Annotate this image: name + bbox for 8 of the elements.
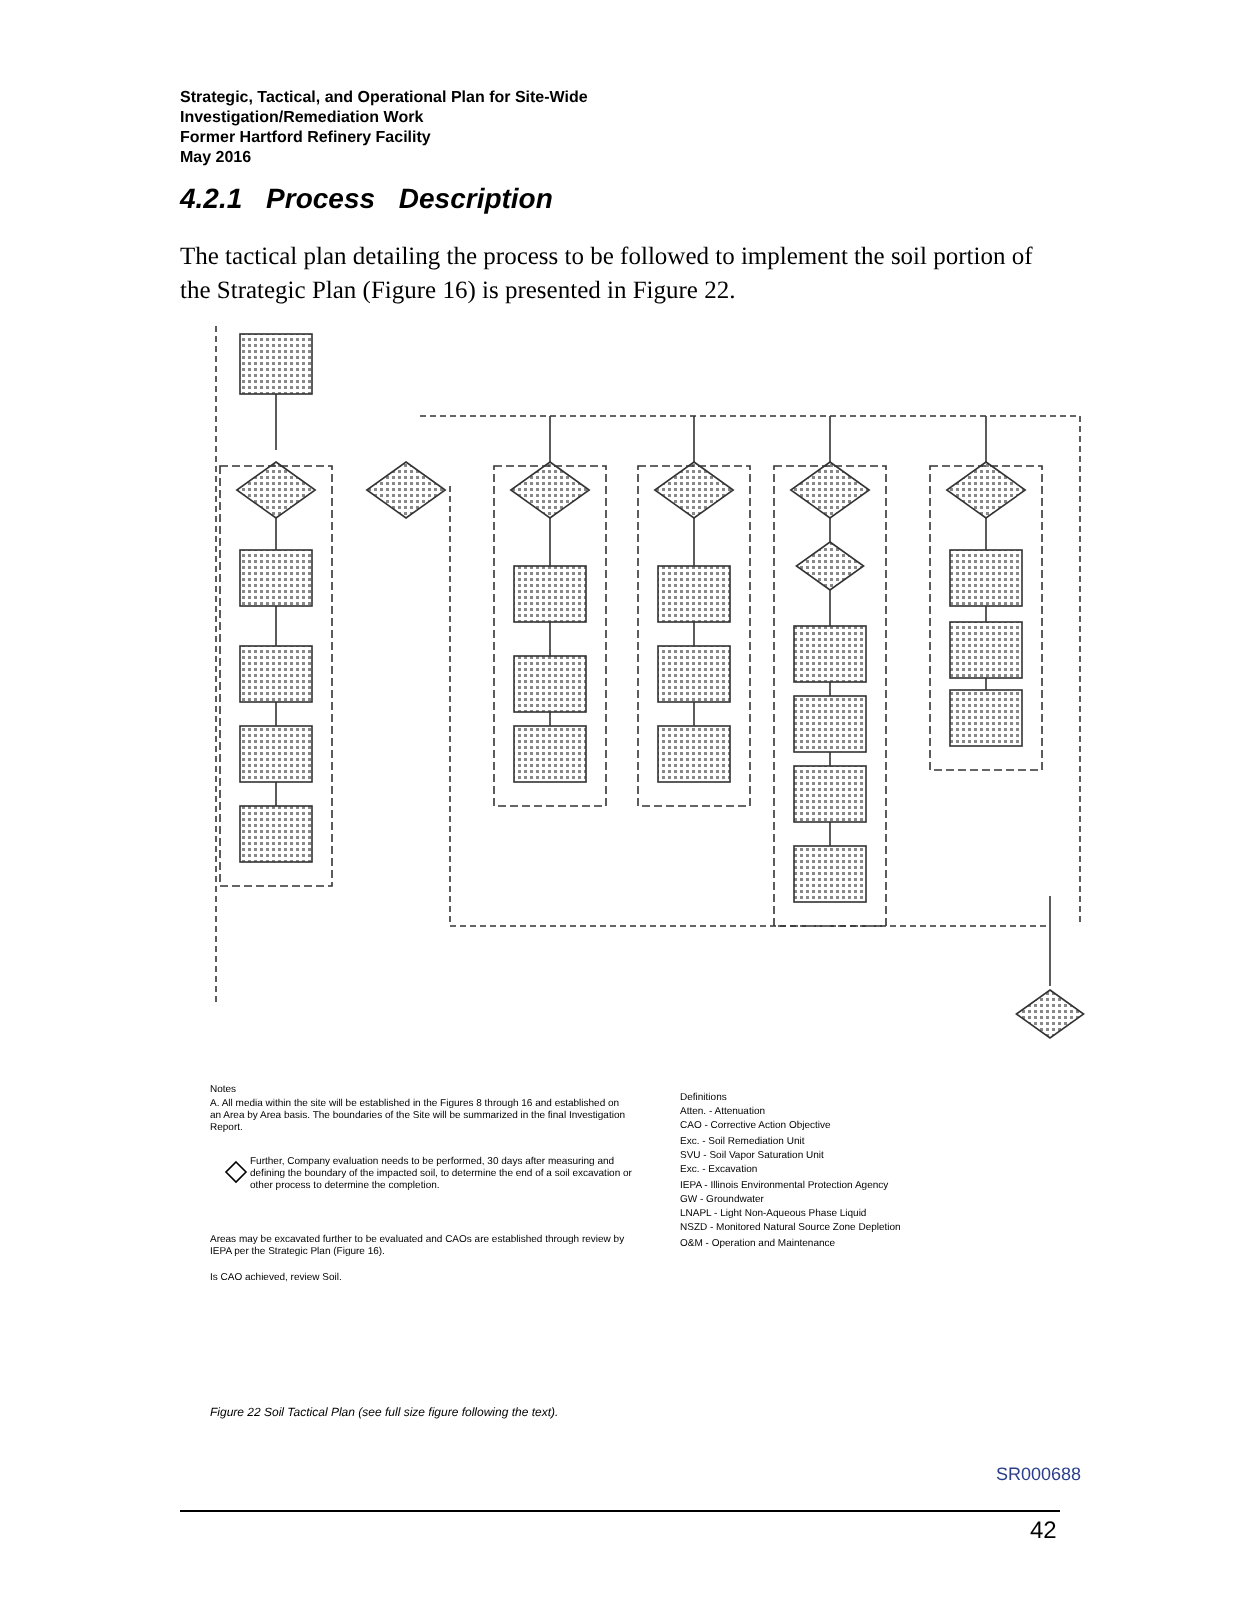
header-line: Investigation/Remediation Work [180, 108, 424, 126]
header-line: May 2016 [180, 148, 252, 166]
document-number: SR000688 [996, 1464, 1082, 1484]
header-line: Former Hartford Refinery Facility [180, 128, 431, 146]
page-number: 42 [1030, 1516, 1057, 1544]
body-paragraph: The tactical plan detailing the process to be followed to implement the soil portion of the Strategic Plan (Figure 16) is presented in Figure 22. [180, 240, 1035, 308]
header-line: Strategic, Tactical, and Operational Plan for Site-Wide [180, 88, 588, 106]
section-heading: 4.2.1 Process Description [180, 182, 553, 214]
